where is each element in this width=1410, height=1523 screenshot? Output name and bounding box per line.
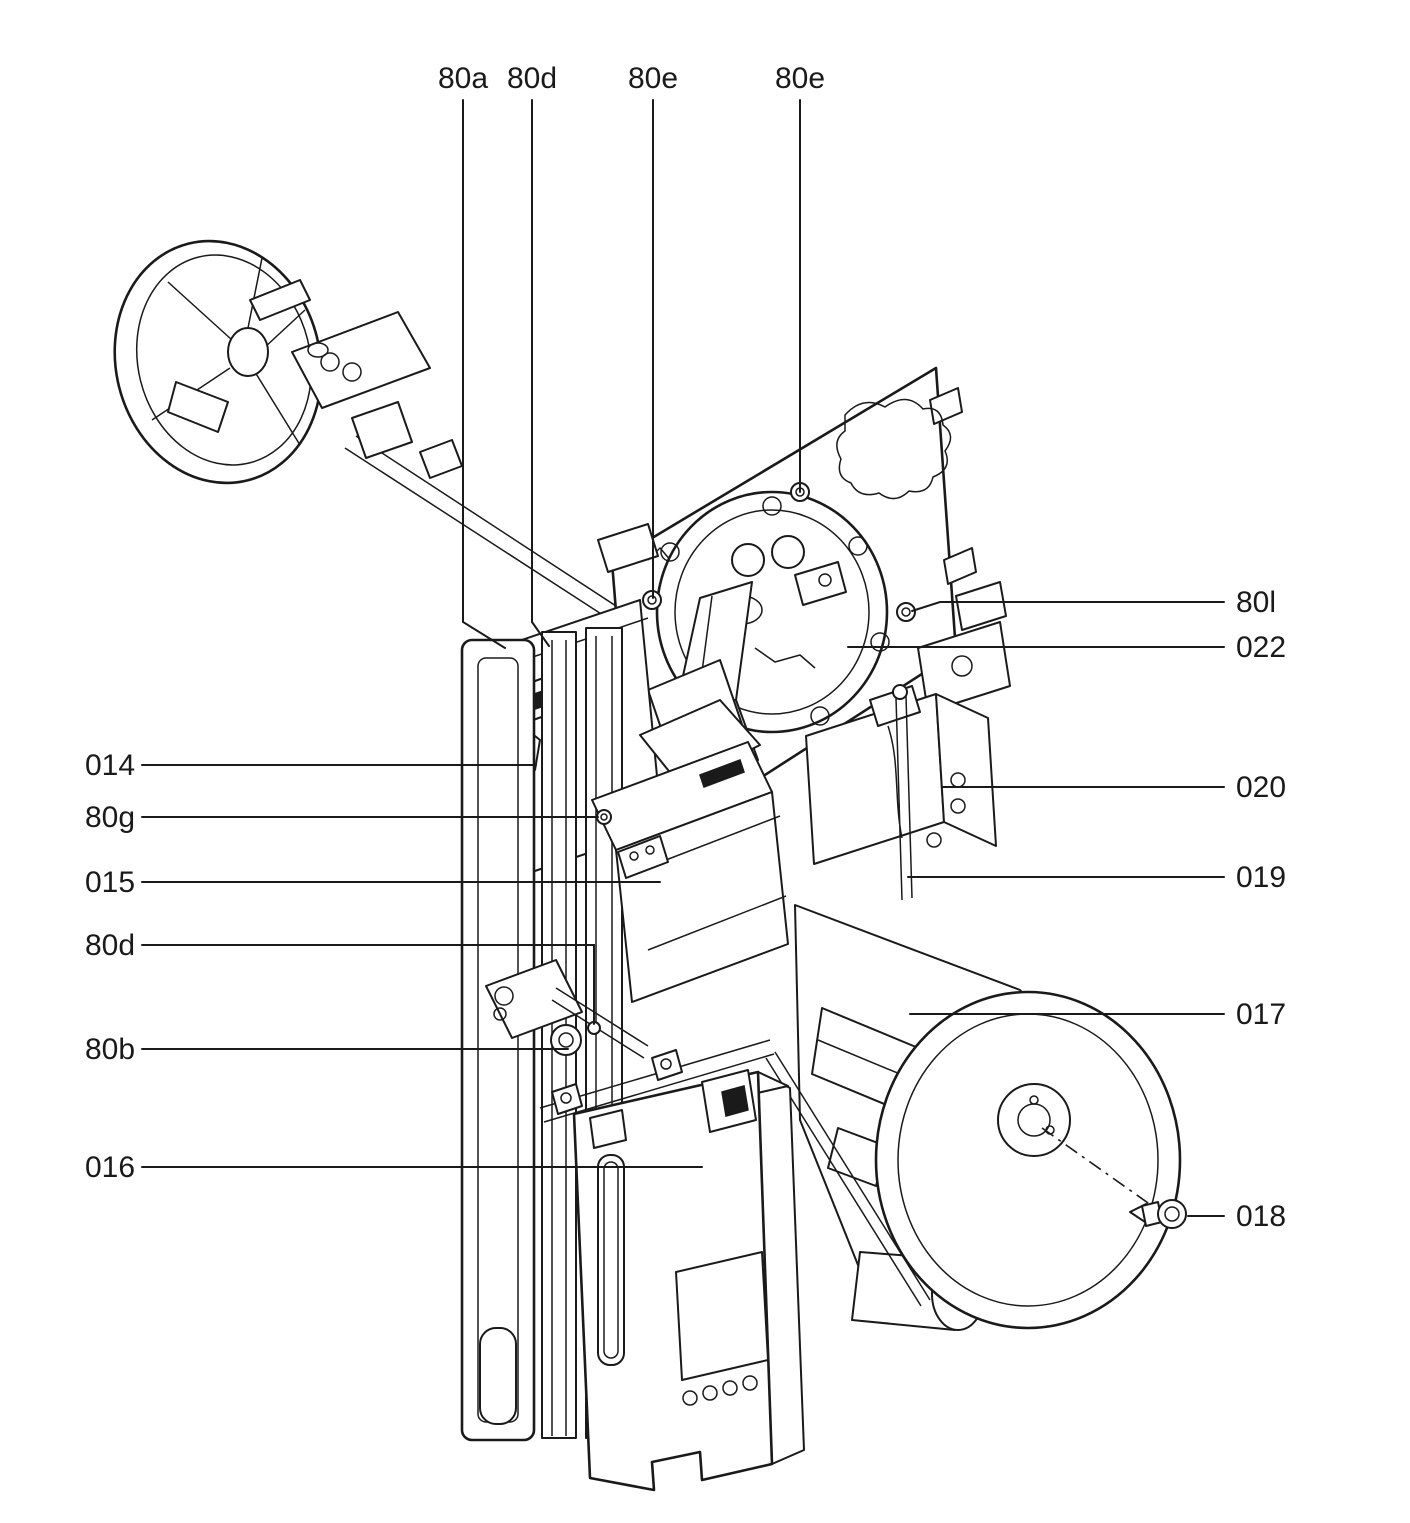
flange-port [731,543,765,577]
leader-lines [141,99,1225,1217]
plate-tab [943,547,977,585]
solenoid [917,621,1011,713]
callout-label-80b: 80b [85,1033,135,1066]
callout-label-80l: 80l [1236,586,1276,619]
electrode-wire [754,647,816,669]
blower-housing [874,990,1182,1330]
valve-block-015 [591,699,789,1003]
callout-label-80d-top: 80d [507,62,557,95]
flange-bolt-hole [870,632,890,652]
flange-bolt-hole [848,536,868,556]
top-bracket [597,523,659,573]
flange-bolt-hole [762,496,782,516]
screw-head [1157,1199,1187,1229]
manifold-fitting [551,1083,583,1115]
callout-label-80e-right: 80e [775,62,825,95]
control-unit-016 [572,1069,805,1492]
sensor-rod-019 [892,684,913,901]
callout-label-020: 020 [1236,771,1286,804]
connector-slot [721,1085,749,1117]
screw-018 [1129,1199,1187,1229]
callout-label-022: 022 [1236,631,1286,664]
rail-slot [479,1327,517,1425]
bolt-targets [596,482,916,825]
plate-tab [929,387,963,425]
motor-mount-bracket [291,311,431,409]
display-panel [675,1251,769,1381]
screw-axis-line [1041,1127,1159,1211]
callout-label-014: 014 [85,749,135,782]
valve-connector [617,835,669,879]
leader-80a [462,99,506,649]
blower-hub [997,1083,1071,1157]
callout-labels: 80a 80d 80e 80e 80l 022 020 019 017 018 … [85,62,1286,1233]
fan-impeller [113,239,463,485]
callout-label-016: 016 [85,1151,135,1184]
shaft-clamp [351,401,413,459]
flange-port [771,535,805,569]
callout-label-80d-left: 80d [85,929,135,962]
face-slot [597,1154,625,1366]
manifold-bar [539,1039,931,1307]
callout-label-80a-top: 80a [438,62,488,95]
callout-label-018: 018 [1236,1200,1286,1233]
leader-80d-top [531,99,550,647]
blower-motor-017 [794,904,1182,1331]
callout-label-015: 015 [85,866,135,899]
callout-label-019: 019 [1236,861,1286,894]
callout-label-017: 017 [1236,998,1286,1031]
callout-label-80g: 80g [85,801,135,834]
plate-lug [955,581,1007,631]
manifold-fitting [651,1049,683,1081]
plate-cutout [836,398,952,500]
leader-80l [911,601,1225,612]
screw-80g [596,809,612,825]
clamp-assembly [485,959,649,1059]
leader-80d-left [141,944,595,1025]
motor-lug [827,1127,887,1187]
flange-bolt-hole [810,706,830,726]
flange-bolt-hole [660,542,680,562]
callout-label-80e-left: 80e [628,62,678,95]
rail-outer [460,638,536,1442]
shaft-collar [419,439,463,479]
valve-vent [699,759,745,788]
clamp-ring [550,1024,582,1056]
bolt-80l [896,602,916,622]
impeller-hub [227,327,269,377]
